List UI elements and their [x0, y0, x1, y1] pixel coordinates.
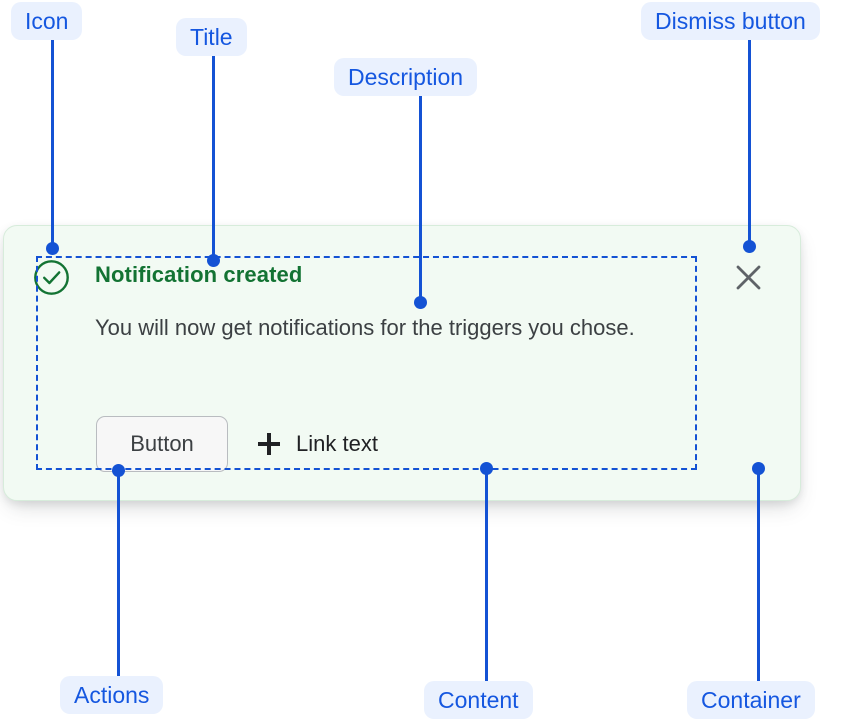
annotation-label-title: Title	[176, 18, 247, 56]
annotation-label-content: Content	[424, 681, 533, 719]
notification-actions: Button Link text	[96, 416, 378, 472]
connector-dot-description	[414, 296, 427, 309]
notification-title: Notification created	[95, 262, 303, 287]
connector-line-dismiss	[748, 40, 751, 246]
check-circle-icon	[33, 259, 70, 296]
connector-dot-content	[480, 462, 493, 475]
plus-icon	[258, 433, 280, 455]
connector-line-actions	[117, 472, 120, 676]
connector-line-content	[485, 472, 488, 681]
connector-dot-title	[207, 254, 220, 267]
connector-dot-dismiss	[743, 240, 756, 253]
annotation-label-description: Description	[334, 58, 478, 96]
action-button[interactable]: Button	[96, 416, 228, 472]
connector-dot-icon	[46, 242, 59, 255]
connector-line-title	[212, 56, 215, 260]
connector-line-container	[757, 472, 760, 681]
action-link[interactable]: Link text	[258, 431, 378, 457]
connector-line-description	[419, 96, 422, 302]
connector-dot-container	[752, 462, 765, 475]
annotation-label-actions: Actions	[60, 676, 164, 714]
action-link-label: Link text	[296, 431, 378, 456]
connector-line-icon	[51, 40, 54, 248]
close-icon[interactable]	[733, 262, 764, 293]
annotation-label-container: Container	[687, 681, 815, 719]
annotation-label-icon: Icon	[11, 2, 83, 40]
notification-description: You will now get notifications for the t…	[95, 315, 635, 340]
annotation-label-dismiss: Dismiss button	[641, 2, 820, 40]
connector-dot-actions	[112, 464, 125, 477]
